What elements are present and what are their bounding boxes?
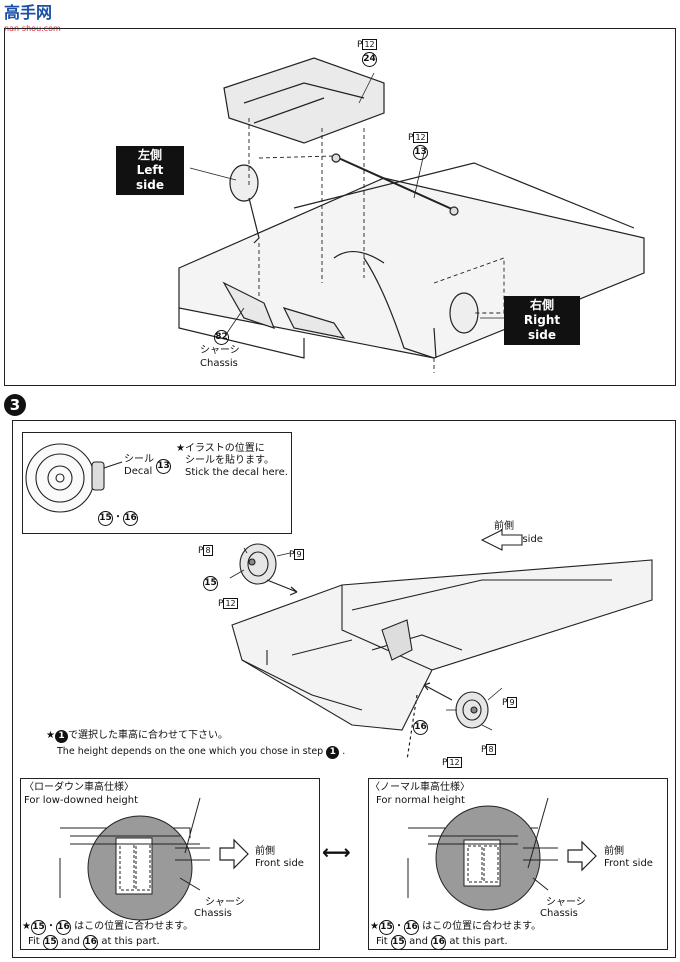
low-16-en: 16 bbox=[83, 935, 99, 950]
ref-p12-box: 12 bbox=[223, 598, 238, 609]
normal-note-en-a: Fit bbox=[376, 936, 388, 947]
normal-15-en: 15 bbox=[390, 935, 406, 950]
normal-16: 16 bbox=[403, 920, 419, 935]
normal-title-jp: 〈ノーマル車高仕様〉 bbox=[370, 782, 470, 793]
low-height-diagram bbox=[59, 797, 249, 921]
normal-note-jp-text: はこの位置に合わせます。 bbox=[422, 921, 542, 932]
step3-suspension-illustration bbox=[229, 529, 653, 760]
normal-height-diagram bbox=[407, 797, 597, 911]
parts-separator: ・ bbox=[113, 512, 123, 523]
low-note-jp: ★15・16 はこの位置に合わせます。 bbox=[22, 920, 193, 935]
decal-parts-15-16: 15・16 bbox=[98, 508, 138, 526]
step2-panel bbox=[4, 28, 676, 386]
low-chassis-jp: シャーシ bbox=[205, 897, 245, 908]
low-note-jp-text: はこの位置に合わせます。 bbox=[74, 921, 194, 932]
normal-front-en: Front side bbox=[604, 858, 653, 869]
part-ref-box: 12 bbox=[362, 39, 377, 50]
star-note-jp2: シールを貼ります。 bbox=[185, 455, 274, 466]
ref-p9b-box: 9 bbox=[507, 697, 517, 708]
normal-note-en: Fit 15 and 16 at this part. bbox=[376, 935, 508, 950]
left-side-jp: 左側 bbox=[137, 148, 162, 162]
part-15-number: 15 bbox=[98, 511, 113, 526]
normal-note-en-c: at this part. bbox=[449, 936, 508, 947]
left-side-en: Left side bbox=[136, 163, 164, 192]
normal-note-jp: ★15・16 はこの位置に合わせます。 bbox=[370, 920, 541, 935]
step-1-ref: 1 bbox=[54, 730, 68, 743]
left-side-label: 左側 Left side bbox=[116, 146, 184, 195]
star-note-en: Stick the decal here. bbox=[185, 467, 288, 478]
decal-inset-box bbox=[22, 432, 292, 534]
low-note-en-c: at this part. bbox=[101, 936, 160, 947]
low-15-en: 15 bbox=[42, 935, 58, 950]
height-note-jp-text: で選択した車高に合わせて下さい。 bbox=[67, 730, 228, 741]
right-side-en: Right side bbox=[523, 313, 561, 342]
chassis-part-number: 82 bbox=[214, 330, 229, 345]
part-ref-letter: P bbox=[357, 40, 363, 50]
low-note-en-b: and bbox=[61, 936, 80, 947]
part-16-number: 16 bbox=[123, 511, 138, 526]
star-note-jp1: ★イラストの位置に bbox=[176, 443, 265, 454]
low-15: 15 bbox=[30, 920, 46, 935]
part-15-callout: 15 bbox=[203, 576, 218, 591]
chassis-jp-label: シャーシ bbox=[200, 345, 240, 356]
ref-p8-box: 8 bbox=[203, 545, 213, 556]
height-note-en-text: The height depends on the one which you … bbox=[57, 746, 324, 757]
disc-decal-illustration bbox=[25, 443, 123, 513]
ref-p12b-box: 12 bbox=[447, 757, 462, 768]
normal-title-en: For normal height bbox=[376, 795, 465, 806]
normal-16-en: 16 bbox=[431, 935, 447, 950]
low-front-jp: 前側 bbox=[255, 846, 275, 857]
part-16-callout: 16 bbox=[413, 720, 428, 735]
normal-chassis-en: Chassis bbox=[540, 908, 578, 919]
chassis-en-label: Chassis bbox=[200, 358, 238, 369]
decal-en-label: Decal bbox=[124, 466, 153, 477]
low-height-box bbox=[20, 778, 320, 950]
step-1-ref-en: 1 bbox=[326, 746, 340, 759]
normal-note-en-b: and bbox=[409, 936, 428, 947]
step3-panel bbox=[12, 420, 676, 958]
comparison-double-arrow: ⟷ bbox=[322, 840, 351, 864]
decal-number: 13 bbox=[156, 459, 171, 474]
normal-15: 15 bbox=[378, 920, 394, 935]
right-side-label: 右側 Right side bbox=[504, 296, 580, 345]
part-24-number: 24 bbox=[362, 52, 377, 67]
part-ref-box: 12 bbox=[413, 132, 428, 143]
low-16: 16 bbox=[55, 920, 71, 935]
low-note-en: Fit 15 and 16 at this part. bbox=[28, 935, 160, 950]
watermark-logo: 高手网 bbox=[4, 3, 53, 22]
normal-chassis-jp: シャーシ bbox=[546, 897, 586, 908]
ref-p8b-box: 8 bbox=[486, 744, 496, 755]
front-side-jp: 前側 bbox=[494, 521, 514, 532]
right-side-jp: 右側 bbox=[529, 298, 554, 312]
normal-front-jp: 前側 bbox=[604, 846, 624, 857]
ref-p9-box: 9 bbox=[294, 549, 304, 560]
height-note-en: The height depends on the one which you … bbox=[57, 746, 346, 759]
low-title-en: For low-downed height bbox=[24, 795, 139, 806]
part-13-number: 13 bbox=[413, 145, 428, 160]
low-note-en-a: Fit bbox=[28, 936, 40, 947]
part-ref-letter: P bbox=[408, 133, 414, 143]
seal-jp-label: シール bbox=[124, 454, 154, 465]
low-title-jp: 〈ローダウン車高仕様〉 bbox=[24, 782, 134, 793]
normal-height-box bbox=[368, 778, 668, 950]
step-3-number: 3 bbox=[4, 394, 26, 416]
low-chassis-en: Chassis bbox=[194, 908, 232, 919]
low-front-en: Front side bbox=[255, 858, 304, 869]
